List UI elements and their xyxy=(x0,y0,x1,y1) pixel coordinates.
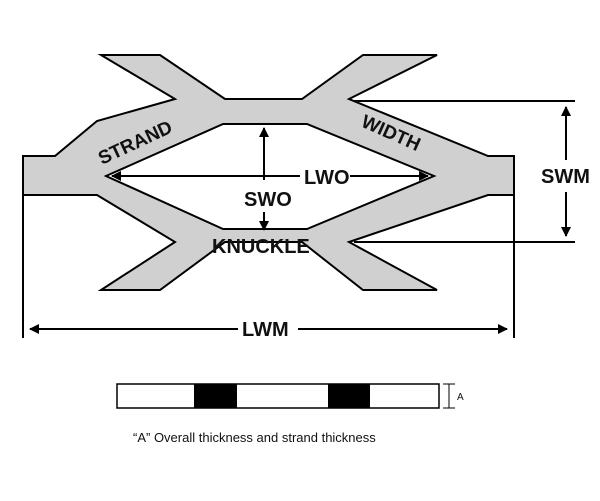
swo-dimension: SWO xyxy=(243,127,292,231)
swm-label: SWM xyxy=(541,166,590,188)
swo-label: SWO xyxy=(244,189,292,211)
lwm-dimension: LWM xyxy=(22,195,515,341)
lwo-label: LWO xyxy=(304,167,350,189)
thickness-bar: A xyxy=(116,383,464,409)
swm-dimension: SWM xyxy=(354,100,596,243)
thickness-bar-outline xyxy=(116,383,440,409)
thickness-block-left xyxy=(194,384,237,408)
lwm-label: LWM xyxy=(242,319,289,341)
lwo-dimension: LWO xyxy=(111,163,429,189)
thickness-block-right xyxy=(328,384,370,408)
knuckle-label: KNUCKLE xyxy=(212,236,310,258)
thickness-marker-label: A xyxy=(457,392,464,403)
thickness-caption: “A” Overall thickness and strand thickne… xyxy=(133,430,376,445)
